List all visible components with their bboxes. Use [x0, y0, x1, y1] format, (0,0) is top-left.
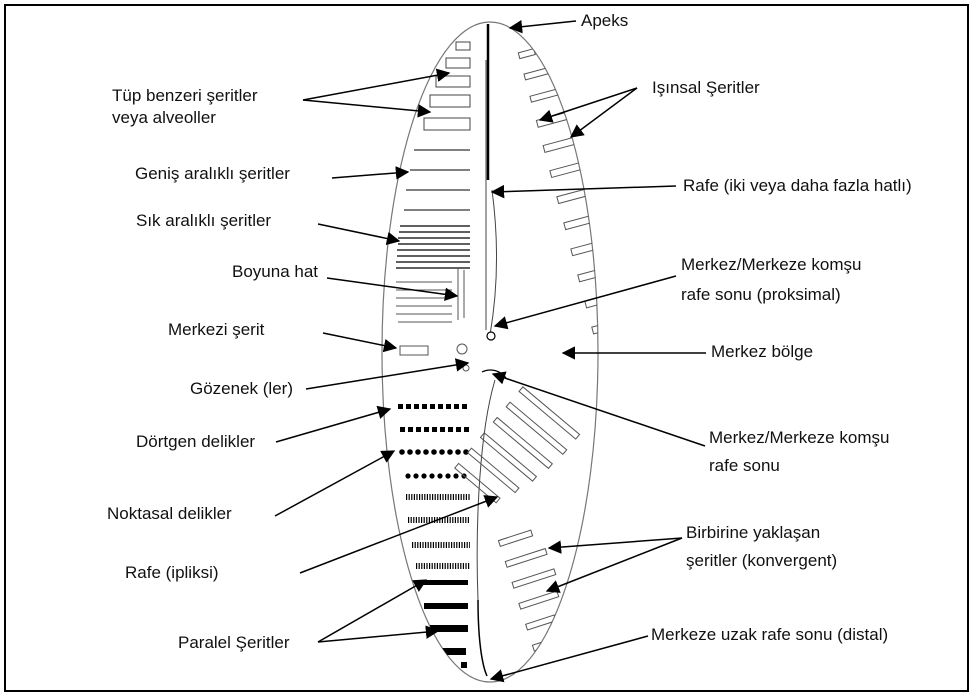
arrow-proximal — [493, 275, 677, 330]
arrow-central-end — [491, 371, 706, 447]
label-central-end-line2: rafe sonu — [709, 456, 780, 475]
arrow-tube-2 — [302, 99, 432, 118]
left-striae — [396, 41, 471, 668]
arrow-parallel-1 — [317, 579, 428, 643]
label-punctate-areolae: Noktasal delikler — [107, 504, 232, 523]
label-raphe-thread: Rafe (ipliksi) — [125, 563, 219, 582]
arrow-pores — [305, 358, 470, 390]
arrow-raphe-thread — [299, 495, 499, 574]
raphe — [456, 24, 507, 677]
arrow-central-stria — [322, 332, 398, 353]
pointer-arrows — [274, 20, 706, 683]
arrow-tube-1 — [302, 68, 451, 101]
arrow-radial-1 — [538, 87, 638, 123]
arrow-punctate-areolae — [274, 450, 396, 517]
label-central-end-line1: Merkez/Merkeze komşu — [709, 428, 890, 447]
label-pores: Gözenek (ler) — [190, 379, 293, 398]
label-wide-striae: Geniş aralıklı şeritler — [135, 164, 290, 183]
arrow-distal — [489, 635, 649, 683]
arrow-wide-striae — [331, 166, 410, 180]
label-dense-striae: Sık aralıklı şeritler — [136, 211, 272, 230]
label-tube-line2: veya alveoller — [112, 108, 216, 127]
label-parallel-striae: Paralel Şeritler — [178, 633, 290, 652]
arrow-radial-2 — [569, 87, 638, 138]
label-longitudinal-line: Boyuna hat — [232, 262, 319, 281]
label-proximal-line2: rafe sonu (proksimal) — [681, 285, 841, 304]
label-apex: Apeks — [581, 11, 629, 30]
label-distal-end: Merkeze uzak rafe sonu (distal) — [651, 625, 889, 644]
label-convergent-line1: Birbirine yaklaşan — [686, 523, 821, 542]
arrow-apex — [508, 20, 577, 34]
label-rect-areolae: Dörtgen delikler — [136, 432, 256, 451]
arrow-parallel-2 — [317, 625, 440, 643]
arrow-dense-striae — [317, 223, 401, 246]
label-raphe-multi: Rafe (iki veya daha fazla hatlı) — [683, 176, 912, 195]
label-radial-striae: Işınsal Şeritler — [652, 78, 760, 97]
arrow-convergent-1 — [547, 537, 683, 554]
arrow-convergent-2 — [545, 537, 683, 593]
arrow-longitudinal — [326, 277, 459, 302]
label-central-stria: Merkezi şerit — [168, 320, 265, 339]
arrow-raphe-multi — [490, 184, 677, 199]
label-convergent-line2: şeritler (konvergent) — [686, 551, 838, 570]
arrow-rect-areolae — [275, 405, 392, 443]
label-tube-line1: Tüp benzeri şeritler — [112, 86, 258, 105]
label-central-area: Merkez bölge — [711, 342, 814, 361]
label-proximal-line1: Merkez/Merkeze komşu — [681, 255, 862, 274]
